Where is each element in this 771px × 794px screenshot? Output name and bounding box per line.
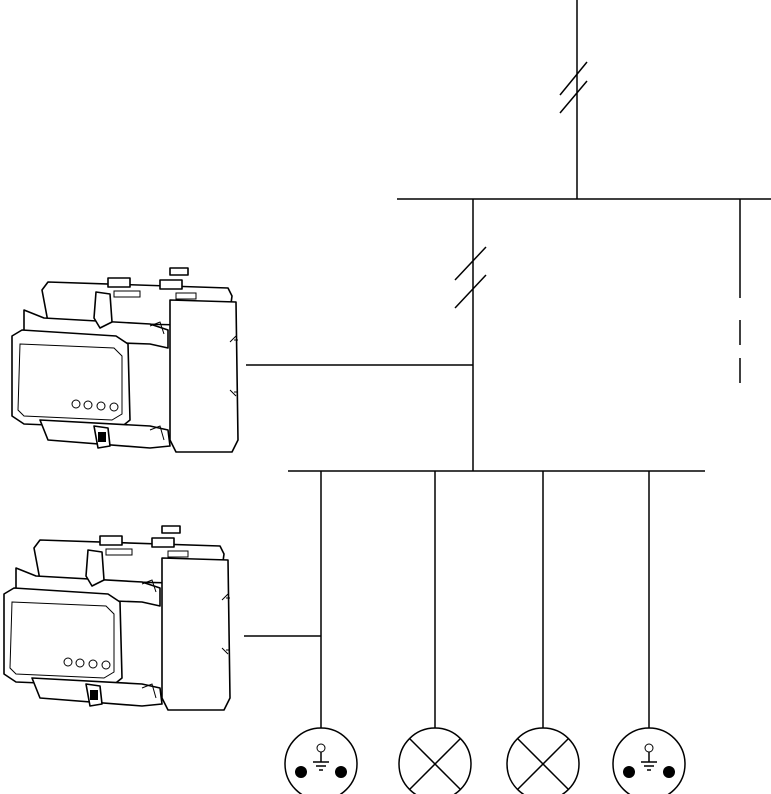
incoming-feed-line [559,0,588,199]
lamp-2 [506,727,580,794]
lamp-1 [398,727,472,794]
energy-meter-top [11,267,239,453]
feeder-line [454,199,487,471]
socket-outlet-2 [612,727,686,794]
energy-meter-bottom [3,525,231,711]
socket-outlet-1 [284,727,358,794]
branch-lines [320,471,650,736]
